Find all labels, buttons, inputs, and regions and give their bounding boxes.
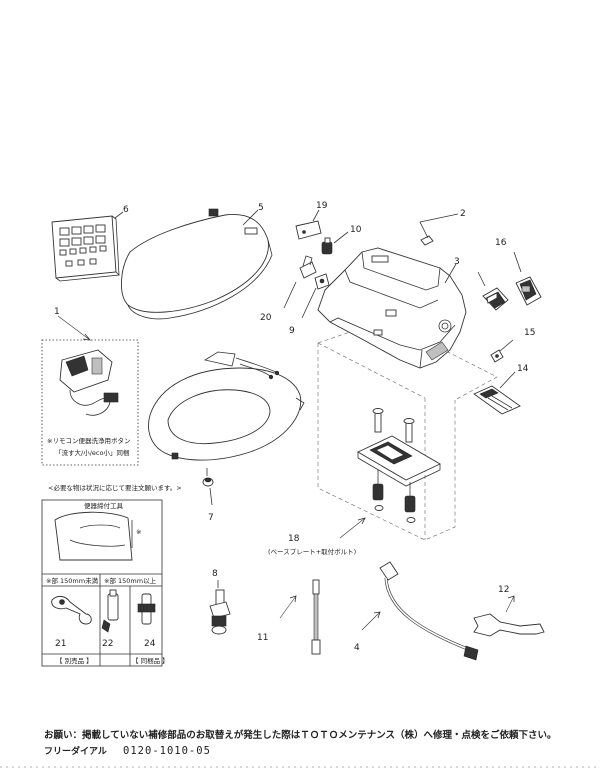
wrench-part-21 — [51, 595, 92, 625]
remote-note-line2: 「流す大/小/eco小」同梱 — [55, 448, 129, 457]
stop-valve-part-8 — [209, 589, 231, 635]
size-label-right: ※部 150mm以上 — [104, 576, 157, 585]
fitting-part-15 — [490, 349, 504, 363]
tool-box-subheading: 便器締付工具 — [84, 501, 124, 510]
cartridge-part-16 — [515, 276, 542, 306]
hose-part-11 — [311, 579, 321, 655]
remote-note-line1: ※リモコン便器洗浄用ボタン — [47, 436, 130, 445]
callout-18: 18 — [288, 534, 300, 544]
callout-16: 16 — [495, 238, 507, 248]
bracket-part-19 — [295, 220, 322, 240]
callout-11: 11 — [257, 633, 268, 643]
callout-22: 22 — [102, 639, 113, 649]
nut-lower-left — [374, 505, 384, 511]
toilet-lid-part — [121, 208, 273, 320]
remote-control-part — [51, 215, 120, 282]
toilet-seat-part — [147, 351, 305, 461]
seat-foot-part-7 — [202, 468, 214, 487]
bolt-upper-right — [403, 418, 415, 443]
bolt-lower-left — [372, 470, 384, 501]
footer-left-label: 【 別売品 】 — [56, 656, 93, 665]
freedial-label: フリーダイアル — [44, 747, 107, 757]
freedial-row: フリーダイアル 0120-1010-05 — [44, 744, 211, 757]
bolt-upper-left — [372, 408, 384, 433]
callout-19: 19 — [316, 201, 328, 211]
callout-9: 9 — [289, 326, 295, 336]
callout-3: 3 — [454, 257, 460, 267]
base-plate-assembly — [357, 408, 441, 523]
callout-15: 15 — [524, 328, 535, 338]
callout-12: 12 — [498, 585, 509, 595]
callout-24: 24 — [144, 639, 156, 649]
supply-pipe-part-4 — [379, 561, 479, 661]
callout-2: 2 — [460, 209, 466, 219]
clip-part-9 — [314, 273, 330, 290]
callout-7: 7 — [208, 513, 214, 523]
tool-box-panel: <必要な物は状況に応じて要注文願います。> 便器締付工具 ※ ※部 150mm未… — [41, 483, 182, 667]
callout-5: 5 — [258, 203, 264, 213]
repair-request-note: お願い：掲載していない補修部品のお取替えが発生した際はＴＯＴＯメンテナンス（株）… — [44, 730, 557, 741]
valve-unit-part-1 — [41, 339, 139, 466]
adapter-part-24 — [137, 593, 156, 625]
deodorizer-part-3 — [482, 287, 509, 311]
screw-part-2 — [420, 235, 434, 246]
wrench-part-12 — [473, 613, 545, 637]
bolt-lower-right — [404, 482, 416, 513]
plug-part-10 — [321, 237, 333, 255]
dimension-mark: ※ — [136, 528, 141, 536]
tool-box-heading: <必要な物は状況に応じて要注文願います。> — [48, 483, 182, 492]
callout-20: 20 — [260, 313, 272, 323]
size-label-left: ※部 150mm未満 — [46, 576, 99, 585]
callout-21: 21 — [55, 639, 66, 649]
footer-right-label: 【 同梱品 】 — [132, 656, 169, 665]
callout-1: 1 — [54, 307, 60, 317]
hinge-part-20 — [299, 255, 317, 279]
socket-tool-part-22 — [101, 589, 119, 633]
nozzle-part-14 — [473, 385, 521, 415]
washlet-main-unit — [317, 247, 467, 369]
baseplate-note: (ベースプレート+取付ボルト) — [268, 547, 356, 556]
callout-4: 4 — [354, 643, 360, 653]
callout-14: 14 — [517, 364, 529, 374]
freedial-number: 0120-1010-05 — [123, 745, 211, 757]
callout-6: 6 — [123, 205, 129, 215]
nut-lower-right — [406, 517, 416, 523]
callout-8: 8 — [212, 569, 218, 579]
callout-10: 10 — [350, 225, 362, 235]
